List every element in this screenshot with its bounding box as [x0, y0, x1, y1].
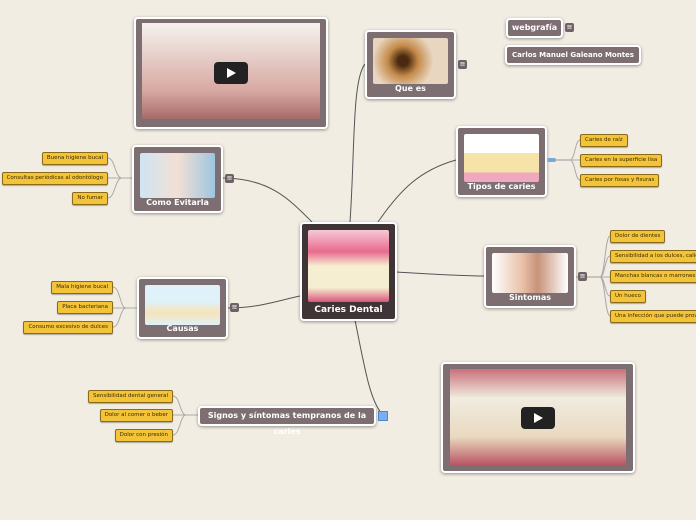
- play-button[interactable]: [214, 62, 248, 84]
- node-como-evitarla[interactable]: Como Evitarla: [132, 145, 223, 213]
- node-author[interactable]: Carlos Manuel Galeano Montes: [505, 45, 641, 65]
- node-label: Como Evitarla: [146, 198, 209, 207]
- leaf-signo[interactable]: Dolor al comer o beber: [99, 409, 173, 422]
- leaf-causa[interactable]: Mala higiene bucal: [51, 281, 113, 294]
- notes-icon[interactable]: ≡: [458, 60, 467, 69]
- node-que-es[interactable]: Que es: [365, 30, 456, 99]
- node-label: Signos y síntomas tempranos de la caries: [207, 411, 367, 436]
- expand-icon[interactable]: [378, 411, 388, 421]
- node-label: Tipos de caries: [467, 182, 536, 191]
- video-embed-teeth[interactable]: [134, 17, 328, 129]
- collapse-icon[interactable]: [547, 158, 556, 162]
- dentist-image: [140, 153, 215, 198]
- caries-tooth-image: [373, 38, 448, 84]
- teeth-cartoon-image: [464, 134, 539, 182]
- node-label: webgrafía: [511, 23, 558, 32]
- node-central[interactable]: Caries Dental: [300, 222, 397, 321]
- node-label: Que es: [395, 84, 426, 93]
- leaf-tipo[interactable]: Caries de raíz: [580, 134, 628, 147]
- play-button[interactable]: [521, 406, 555, 429]
- notes-icon[interactable]: ≡: [225, 174, 234, 183]
- leaf-evitar[interactable]: Consultas periódicas al odontólogo: [1, 172, 108, 185]
- leaf-evitar[interactable]: Buena higiene bucal: [41, 152, 108, 165]
- leaf-sintoma[interactable]: Sensibilidad a los dulces, calie: [610, 250, 696, 263]
- leaf-tipo[interactable]: Caries en la superficie lisa: [580, 154, 663, 167]
- notes-icon[interactable]: ≡: [578, 272, 587, 281]
- leaf-tipo[interactable]: Caries por fosas y fisuras: [580, 174, 660, 187]
- leaf-sintoma[interactable]: Una infección que puede prov: [610, 310, 696, 323]
- toothache-image: [492, 253, 568, 293]
- central-label: Caries Dental: [314, 305, 383, 315]
- video-embed-tooth-decay[interactable]: [441, 362, 635, 473]
- node-webgrafia[interactable]: webgrafía: [506, 18, 563, 38]
- notes-icon[interactable]: ≡: [230, 303, 239, 312]
- caries-cartoon-image: [308, 230, 389, 302]
- leaf-causa[interactable]: Consumo excesivo de dulces: [23, 321, 113, 334]
- leaf-sintoma[interactable]: Dolor de dientes: [610, 230, 666, 243]
- leaf-causa[interactable]: Placa bacteriana: [57, 301, 113, 314]
- node-label: Carlos Manuel Galeano Montes: [512, 51, 634, 59]
- leaf-signo[interactable]: Sensibilidad dental general: [88, 390, 173, 403]
- leaf-sintoma[interactable]: Manchas blancas o marrones: [610, 270, 696, 283]
- notes-icon[interactable]: ≡: [565, 23, 574, 32]
- node-label: Causas: [166, 324, 199, 333]
- teeth-toothbrush-image: [145, 285, 220, 325]
- leaf-evitar[interactable]: No fumar: [72, 192, 108, 205]
- node-causas[interactable]: Causas: [137, 277, 228, 339]
- node-label: Sintomas: [508, 293, 551, 302]
- leaf-sintoma[interactable]: Un hueco: [610, 290, 647, 303]
- node-sintomas[interactable]: Sintomas: [484, 245, 576, 308]
- node-signos[interactable]: Signos y síntomas tempranos de la caries: [198, 406, 376, 436]
- node-tipos[interactable]: Tipos de caries: [456, 126, 547, 197]
- leaf-signo[interactable]: Dolor con presión: [114, 429, 173, 442]
